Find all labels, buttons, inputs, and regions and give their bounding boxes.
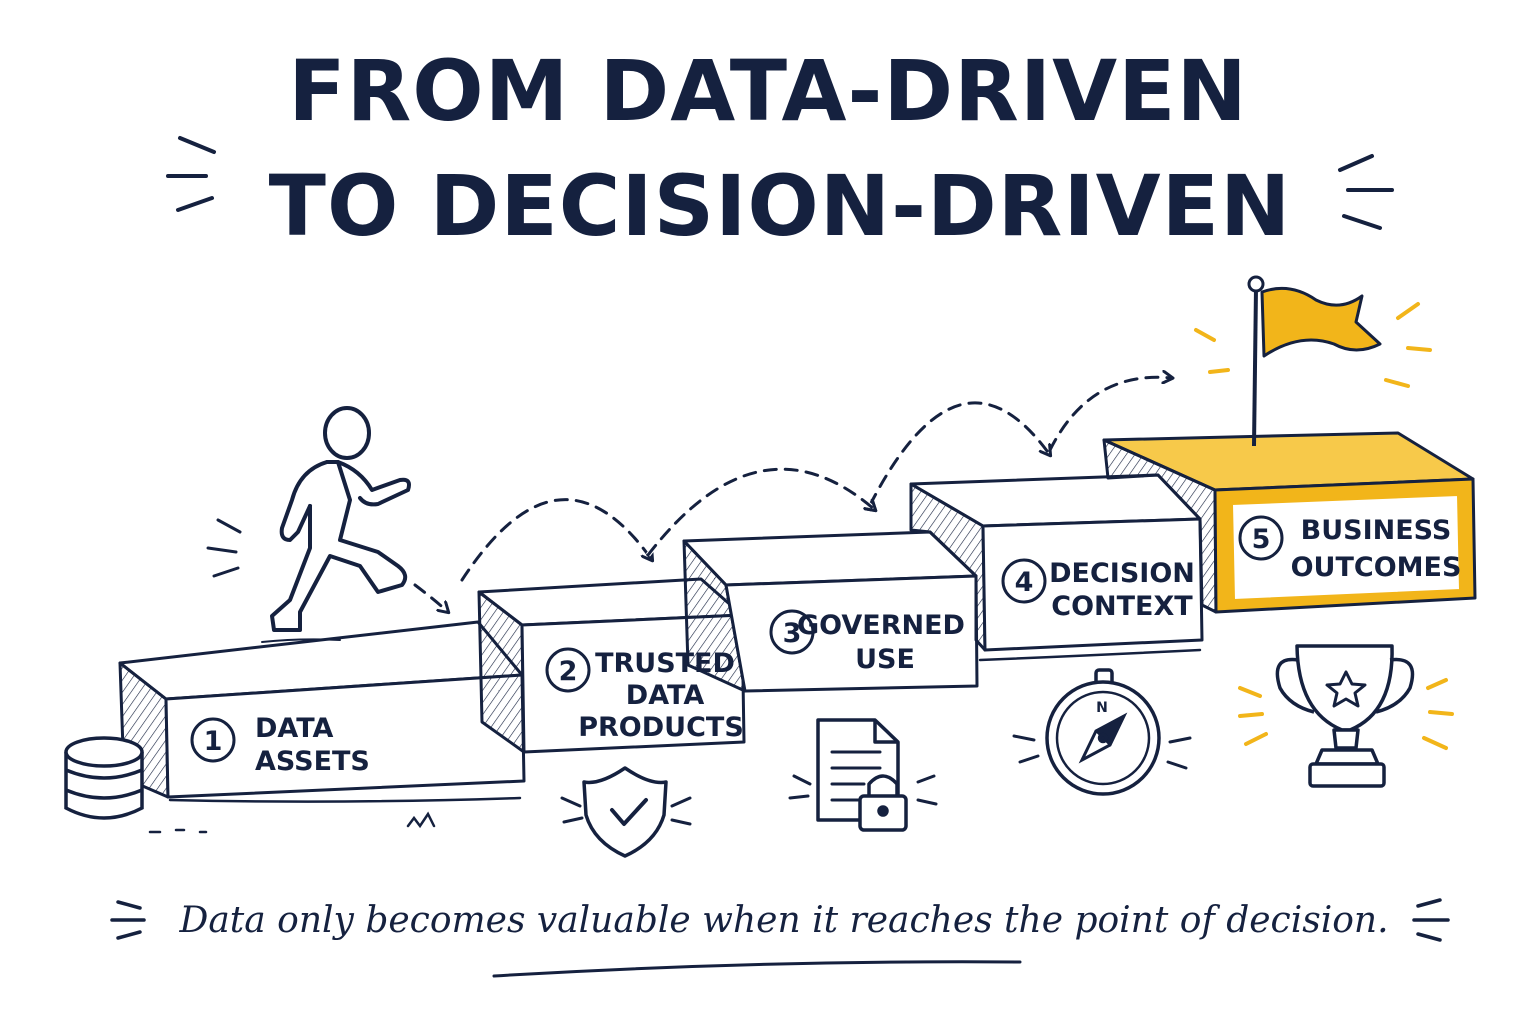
step-2-number: 2 <box>559 656 578 687</box>
step-1-label: 1 DATA ASSETS <box>190 713 370 777</box>
step-3-label: 3 GOVERNED USE <box>769 609 965 675</box>
step-1-line-1: DATA <box>255 713 334 744</box>
step-2-line-1: TRUSTED <box>595 648 735 679</box>
step-4-block <box>909 473 1204 652</box>
ground-marks <box>148 648 1202 834</box>
step-5-label: 5 BUSINESS OUTCOMES <box>1238 515 1462 583</box>
flag-icon <box>1194 275 1432 447</box>
title-line-1: FROM DATA-DRIVEN <box>288 42 1248 140</box>
step-3-block <box>682 530 979 693</box>
step-1-line-2: ASSETS <box>255 746 370 777</box>
step-3-number: 3 <box>783 618 802 649</box>
compass-icon <box>1012 668 1192 796</box>
database-icon <box>64 736 144 820</box>
title-line-2: TO DECISION-DRIVEN <box>269 157 1292 255</box>
step-5-number: 5 <box>1252 524 1271 555</box>
step-2-label: 2 TRUSTED DATA PRODUCTS <box>545 647 744 743</box>
journey-arrow-3 <box>646 467 875 557</box>
step-4-line-2: CONTEXT <box>1051 591 1193 622</box>
step-2-line-2: DATA <box>626 680 705 711</box>
locked-document-icon <box>788 718 938 832</box>
step-5-line-1: BUSINESS <box>1301 515 1452 546</box>
step-5-line-2: OUTCOMES <box>1291 552 1462 583</box>
step-4-line-1: DECISION <box>1049 558 1195 589</box>
walking-person-icon <box>206 406 411 643</box>
title-emphasis-marks-right <box>1338 154 1394 230</box>
trophy-icon <box>1238 644 1454 788</box>
shield-check-icon <box>560 766 692 858</box>
caption-text: Data only becomes valuable when it reach… <box>178 900 1388 941</box>
step-3-line-2: USE <box>855 644 915 675</box>
caption-emphasis-marks <box>110 898 1450 942</box>
step-2-line-3: PRODUCTS <box>578 712 744 743</box>
step-1-number: 1 <box>204 726 223 757</box>
title-emphasis-marks-left <box>166 136 216 212</box>
compass-north-letter: N <box>1096 700 1108 716</box>
step-3-line-1: GOVERNED <box>797 610 965 641</box>
step-4-number: 4 <box>1015 567 1034 598</box>
step-5-block <box>1102 431 1477 614</box>
caption-underline <box>492 960 1022 978</box>
step-4-label: 4 DECISION CONTEXT <box>1001 558 1195 622</box>
